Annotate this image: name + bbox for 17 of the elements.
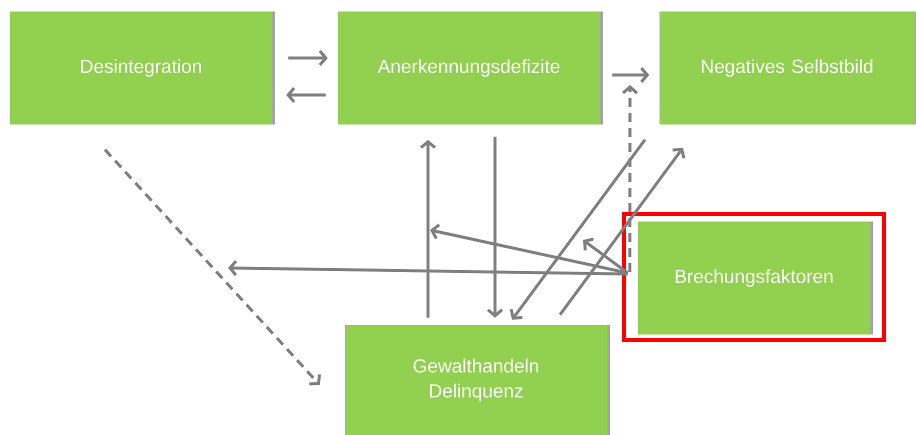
process-box: Negatives Selbstbild [660,12,916,124]
highlight-frame [622,212,886,342]
arrow [612,67,650,83]
process-box: Brechungsfaktoren [638,222,873,334]
arrow [558,148,686,316]
process-box: Gewalthandeln Delinquenz [345,325,610,435]
arrow [104,148,322,386]
arrow [228,260,628,276]
arrow [286,87,326,103]
arrow [420,140,436,318]
arrow [510,138,646,320]
arrow [288,50,328,66]
process-box: Anerkennungsdefizite [338,12,603,124]
process-box: Desintegration [10,12,275,124]
arrow [583,238,629,274]
arrow [487,136,503,318]
arrow [622,85,638,272]
